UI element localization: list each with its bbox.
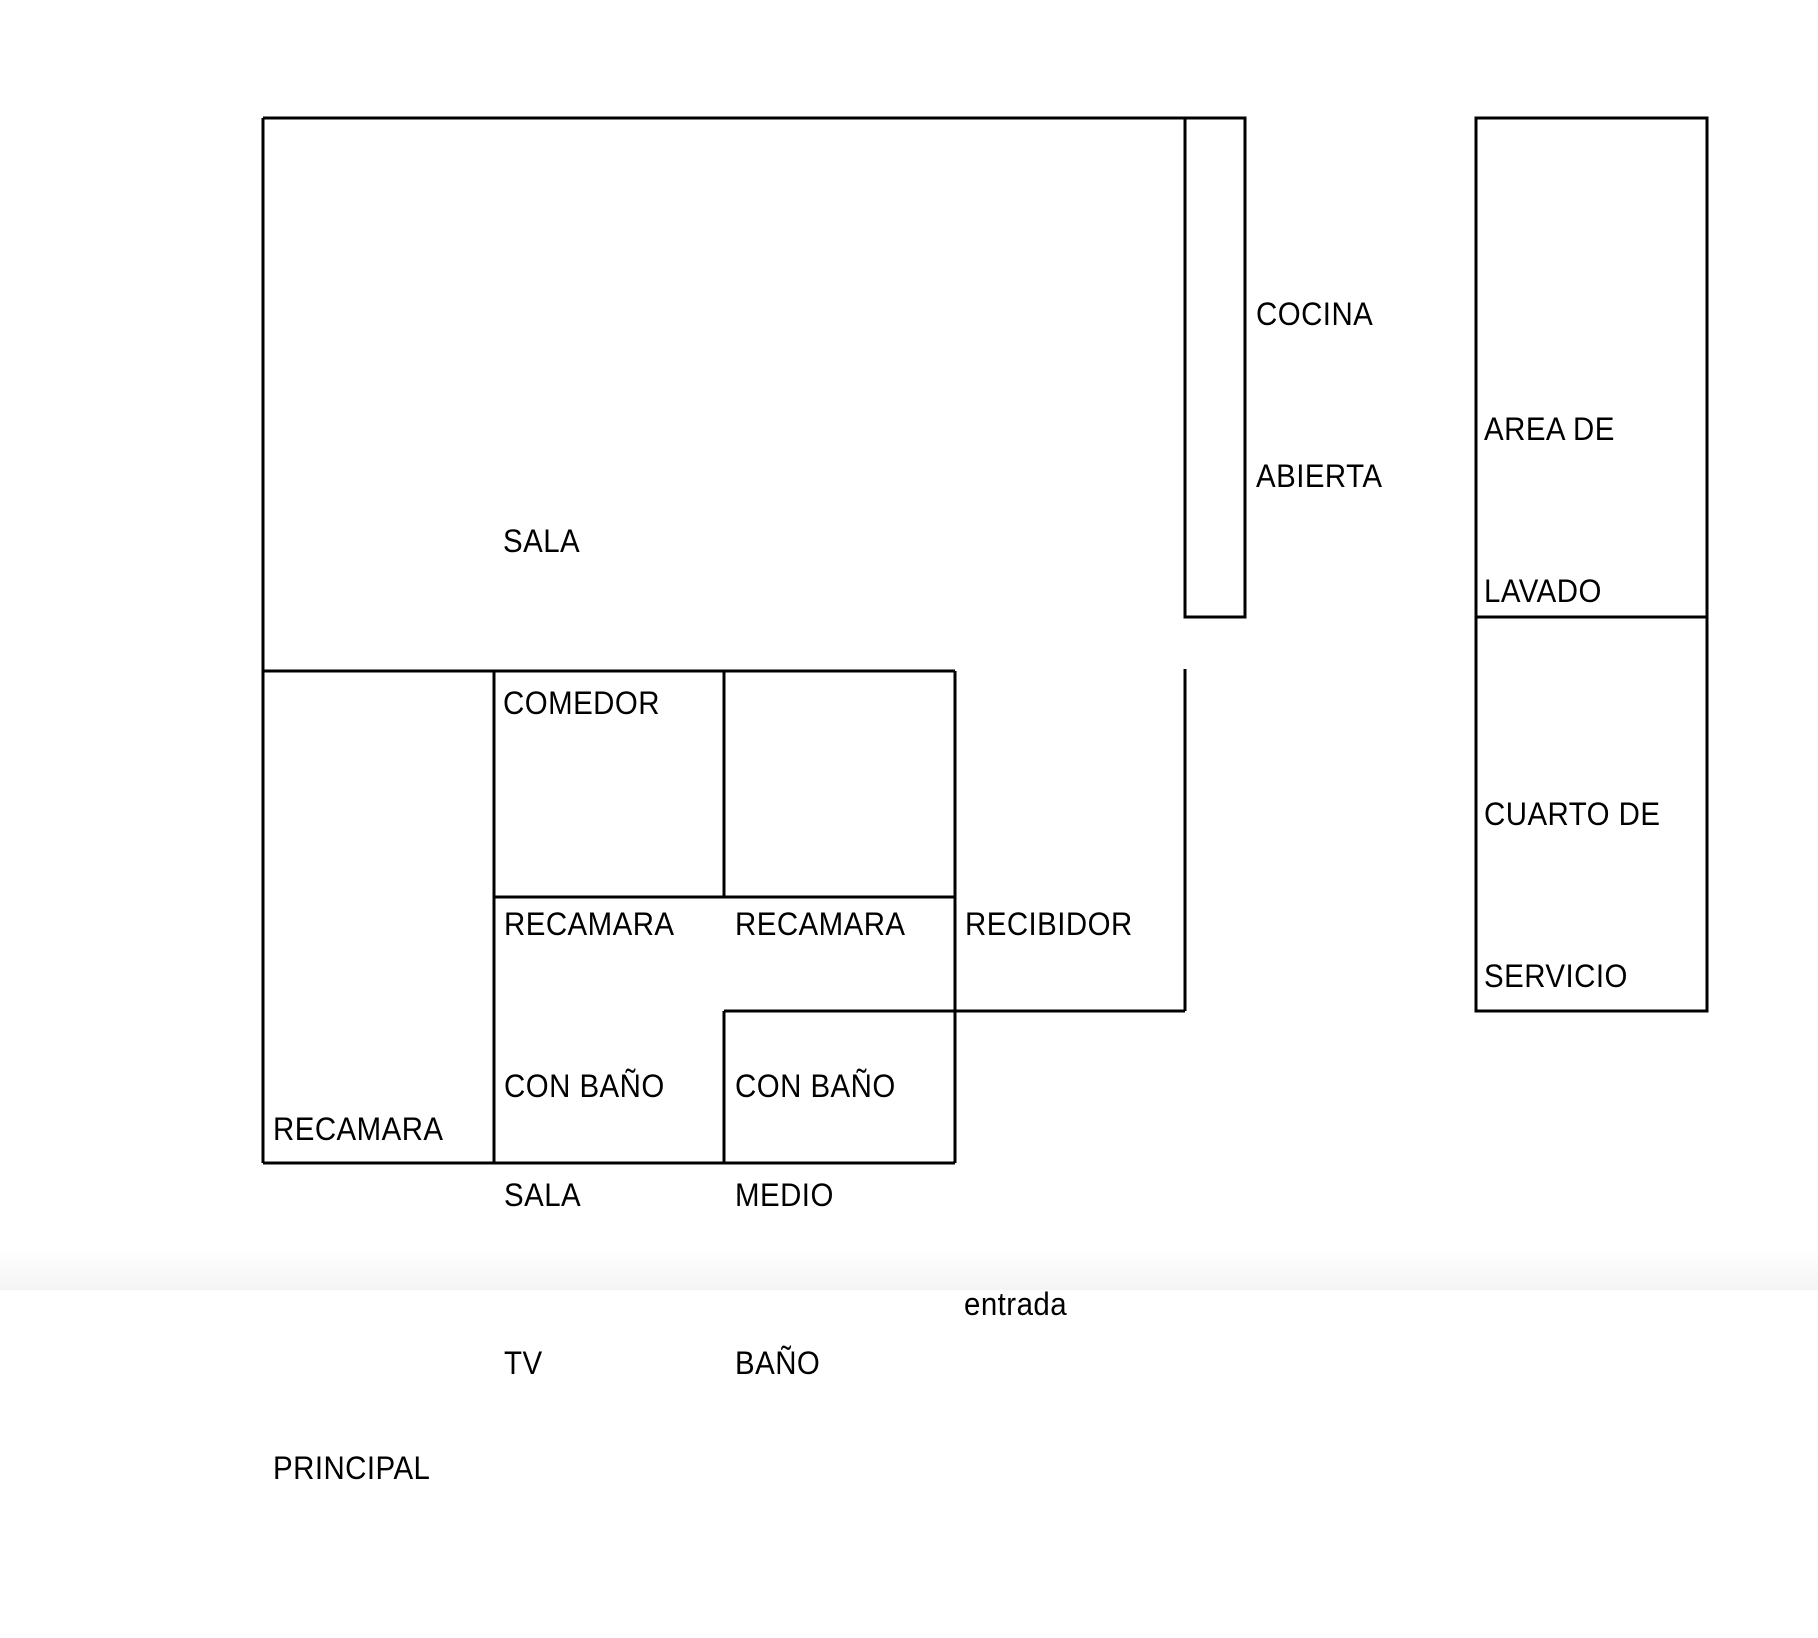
room-label-line: MEDIO: [735, 1177, 834, 1213]
room-label-recamara-principal: RECAMARA PRINCIPAL: [273, 847, 444, 1638]
page-bottom-shadow: [0, 1250, 1818, 1290]
room-label-cocina-abierta: COCINA ABIERTA: [1256, 179, 1382, 557]
room-label-sala-tv: SALA TV: [504, 1055, 581, 1447]
floor-plan: [261, 116, 1709, 1165]
kitchen-counter: [1183, 116, 1247, 619]
room-label-recamara-con-bano-2: RECAMARA CON BAÑO: [735, 789, 906, 1167]
room-label-line: CUARTO DE: [1484, 796, 1661, 832]
room-label-area-de-lavado: AREA DE LAVADO: [1484, 294, 1615, 672]
room-label-line: COCINA: [1256, 296, 1374, 332]
room-label-line: CON BAÑO: [504, 1068, 665, 1104]
room-label-line: LAVADO: [1484, 573, 1602, 609]
room-label-line: RECIBIDOR: [965, 906, 1133, 942]
entrance-label-text: entrada: [964, 1286, 1068, 1322]
room-label-line: BAÑO: [735, 1345, 821, 1381]
room-label-cuarto-de-servicio: CUARTO DE SERVICIO: [1484, 679, 1660, 1057]
room-label-line: SALA: [504, 1177, 582, 1213]
room-label-line: SALA: [503, 523, 581, 559]
entrance-label: entrada: [964, 1169, 1067, 1385]
room-label-medio-bano: MEDIO BAÑO: [735, 1055, 834, 1447]
room-label-line: RECAMARA: [273, 1111, 444, 1147]
room-label-recamara-con-bano-1: RECAMARA CON BAÑO: [504, 789, 675, 1167]
room-label-line: AREA DE: [1484, 411, 1615, 447]
service-block: [1474, 116, 1709, 1013]
room-label-recibidor: RECIBIDOR: [965, 789, 1133, 1005]
room-label-line: RECAMARA: [504, 906, 675, 942]
room-label-line: TV: [504, 1345, 543, 1381]
room-label-line: CON BAÑO: [735, 1068, 896, 1104]
room-label-line: ABIERTA: [1256, 458, 1383, 494]
room-label-line: PRINCIPAL: [273, 1450, 431, 1486]
room-label-sala-comedor: SALA COMEDOR: [503, 406, 660, 784]
room-label-line: COMEDOR: [503, 685, 660, 721]
room-label-line: SERVICIO: [1484, 958, 1628, 994]
room-label-line: RECAMARA: [735, 906, 906, 942]
